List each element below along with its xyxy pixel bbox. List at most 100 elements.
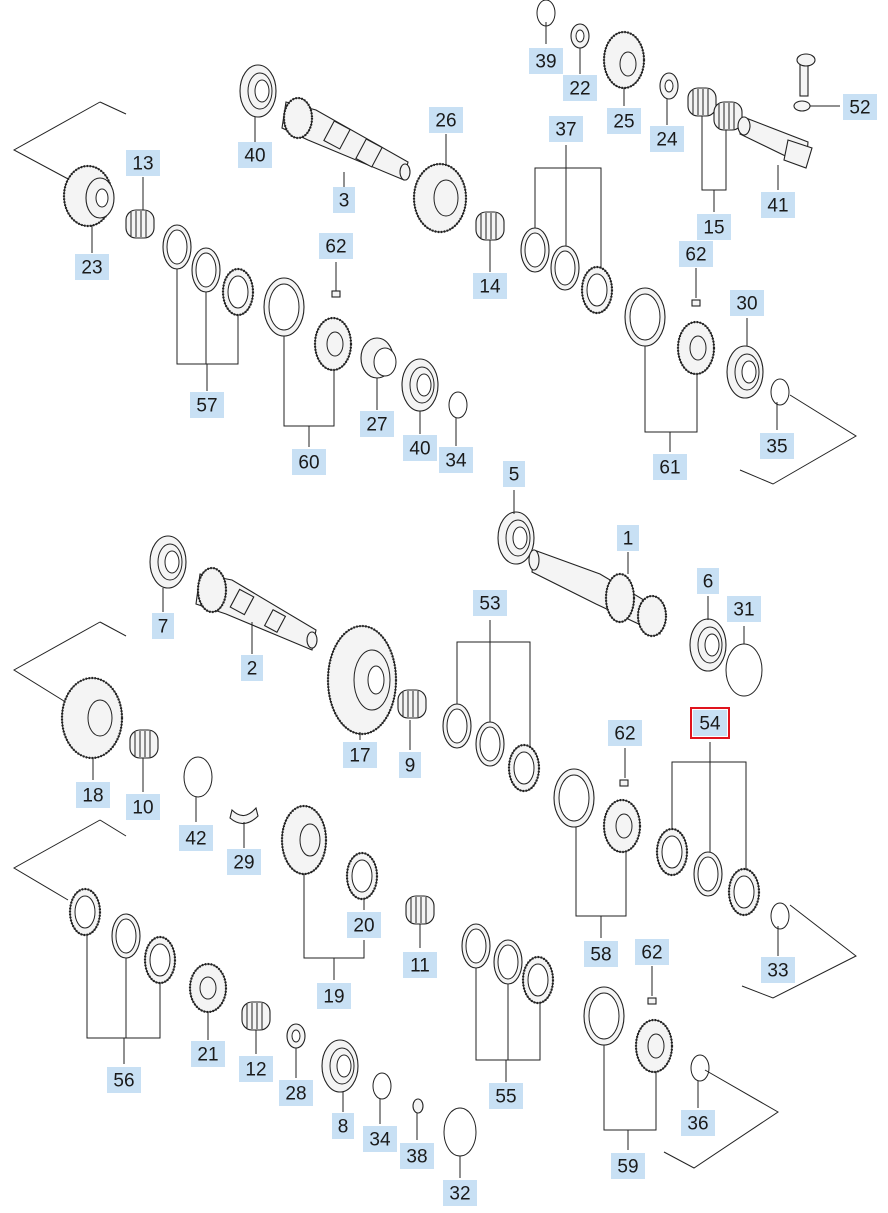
gear-18 bbox=[60, 676, 124, 760]
sleeve-59 bbox=[583, 986, 625, 1046]
callout-box bbox=[152, 613, 174, 639]
callout-box bbox=[333, 187, 355, 213]
callout-7: 7 bbox=[152, 613, 174, 639]
callout-box bbox=[489, 1083, 523, 1109]
callout-60: 60 bbox=[292, 449, 326, 475]
callout-box bbox=[473, 273, 507, 299]
gear-21 bbox=[188, 962, 228, 1014]
gear-25 bbox=[602, 30, 646, 90]
callout-box bbox=[191, 1041, 225, 1067]
synchro-ring-37b bbox=[550, 245, 580, 291]
callout-30: 30 bbox=[730, 290, 764, 316]
bearing-7 bbox=[149, 535, 187, 589]
synchro-ring-57a bbox=[162, 224, 192, 270]
washer-28 bbox=[286, 1023, 306, 1049]
callout-number: 57 bbox=[196, 396, 217, 417]
callout-box bbox=[608, 720, 642, 746]
callout-box bbox=[679, 241, 713, 267]
needle-bearing-11 bbox=[405, 895, 435, 925]
bolt-52 bbox=[793, 53, 816, 112]
synchro-ring-54a bbox=[655, 827, 689, 877]
callout-number: 21 bbox=[197, 1045, 218, 1066]
leader-lines-top bbox=[91, 22, 840, 452]
bearing-40a bbox=[239, 64, 277, 118]
callout-15: 15 bbox=[697, 214, 731, 240]
callout-9: 9 bbox=[399, 752, 421, 778]
needle-bearing-15a bbox=[687, 87, 717, 117]
callout-box bbox=[239, 1056, 273, 1082]
callout-number: 25 bbox=[613, 112, 634, 133]
callout-59: 59 bbox=[611, 1153, 645, 1179]
callout-number: 62 bbox=[641, 943, 662, 964]
callout-41: 41 bbox=[761, 192, 795, 218]
callout-number: 62 bbox=[685, 245, 706, 266]
callout-number: 41 bbox=[767, 196, 788, 217]
synchro-ring-37a bbox=[520, 227, 550, 273]
callout-37: 37 bbox=[549, 116, 583, 142]
callout-number: 34 bbox=[369, 1130, 391, 1151]
callout-box bbox=[611, 1153, 645, 1179]
callout-box bbox=[439, 447, 473, 473]
oring-31 bbox=[725, 643, 763, 697]
callout-box bbox=[843, 94, 877, 120]
callout-box bbox=[617, 525, 639, 551]
callout-31: 31 bbox=[727, 596, 761, 622]
key-62d bbox=[647, 997, 657, 1005]
callout-number: 1 bbox=[623, 529, 634, 550]
synchro-ring-53b bbox=[475, 721, 505, 767]
clip-42 bbox=[183, 756, 213, 798]
callout-33: 33 bbox=[761, 957, 795, 983]
callout-number: 59 bbox=[617, 1157, 638, 1178]
shaft-41 bbox=[737, 116, 813, 169]
callout-number: 5 bbox=[509, 465, 520, 486]
callout-26: 26 bbox=[429, 107, 463, 133]
sleeve-60 bbox=[263, 277, 305, 337]
pinion-shaft-3 bbox=[281, 96, 411, 181]
callout-number: 60 bbox=[298, 453, 319, 474]
callout-number: 58 bbox=[590, 945, 611, 966]
callout-62: 62 bbox=[635, 939, 669, 965]
callout-box bbox=[360, 411, 394, 437]
callout-number: 38 bbox=[406, 1147, 427, 1168]
callout-box bbox=[403, 435, 437, 461]
synchro-ring-54c bbox=[727, 867, 761, 917]
callout-number: 11 bbox=[410, 956, 430, 977]
callout-number: 22 bbox=[569, 79, 590, 100]
callout-40: 40 bbox=[403, 435, 437, 461]
callout-box bbox=[429, 107, 463, 133]
synchro-ring-53a bbox=[442, 703, 472, 749]
callout-11: 11 bbox=[403, 952, 437, 978]
callout-number: 61 bbox=[659, 458, 680, 479]
callout-number: 14 bbox=[479, 277, 501, 298]
washer-22 bbox=[570, 23, 590, 49]
callout-20: 20 bbox=[347, 912, 381, 938]
hub-58 bbox=[602, 798, 642, 854]
callout-57: 57 bbox=[190, 392, 224, 418]
callout-number: 9 bbox=[405, 756, 416, 777]
hub-60 bbox=[313, 316, 353, 372]
callout-1: 1 bbox=[617, 525, 639, 551]
circlip-35 bbox=[770, 378, 790, 406]
callout-6: 6 bbox=[697, 568, 719, 594]
callout-box bbox=[241, 655, 263, 681]
callout-box bbox=[681, 1110, 715, 1136]
synchro-ring-53c bbox=[507, 743, 541, 793]
callout-box bbox=[292, 449, 326, 475]
callout-box bbox=[279, 1080, 313, 1106]
bearing-5 bbox=[497, 511, 535, 565]
callout-40: 40 bbox=[238, 142, 272, 168]
callout-number: 34 bbox=[445, 451, 467, 472]
callout-24: 24 bbox=[650, 126, 684, 152]
callout-number: 7 bbox=[158, 617, 169, 638]
callout-number: 39 bbox=[535, 52, 556, 73]
callout-number: 32 bbox=[449, 1184, 470, 1205]
callout-box bbox=[75, 254, 109, 280]
input-shaft-1 bbox=[528, 549, 668, 638]
callout-number: 12 bbox=[245, 1060, 266, 1081]
callout-56: 56 bbox=[107, 1067, 141, 1093]
callout-number: 56 bbox=[113, 1071, 134, 1092]
pinion-shaft-2 bbox=[195, 566, 318, 651]
needle-bearing-13 bbox=[125, 209, 155, 239]
bearing-8 bbox=[321, 1039, 359, 1093]
